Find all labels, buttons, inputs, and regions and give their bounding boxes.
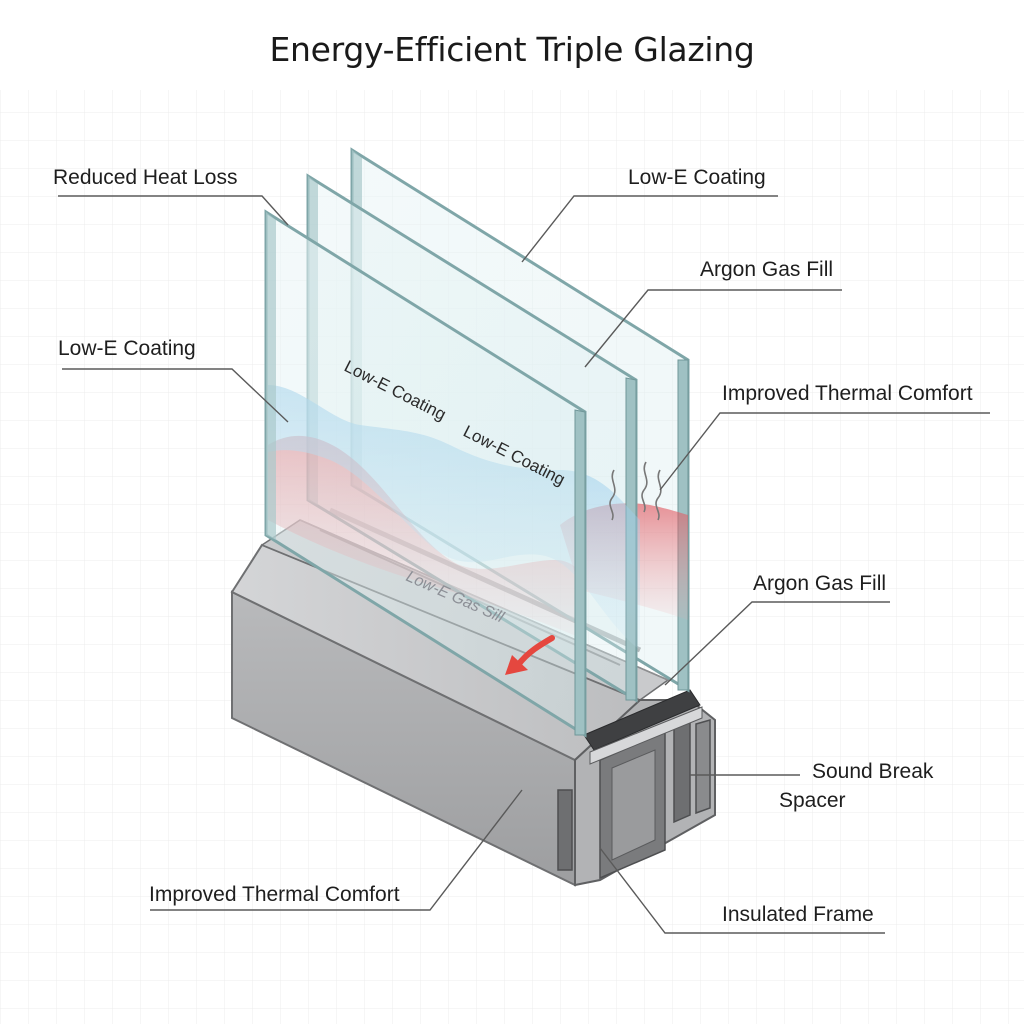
leader-insulated-frame [599, 847, 885, 934]
label-insulated-frame: Insulated Frame [722, 903, 874, 926]
page-title: Energy-Efficient Triple Glazing [269, 30, 755, 69]
insulated-frame [230, 507, 716, 887]
label-spacer: Spacer [779, 789, 846, 812]
leader-thermal-left [150, 789, 523, 911]
label-reduced-heat-loss: Reduced Heat Loss [53, 166, 238, 189]
leader-thermal-right [659, 412, 990, 491]
label-argon-gas-fill-top: Argon Gas Fill [700, 258, 834, 281]
label-low-e-coating-top: Low-E Coating [628, 166, 766, 189]
label-improved-thermal-comfort-left: Improved Thermal Comfort [149, 883, 400, 906]
label-sound-break: Sound Break [812, 760, 934, 783]
leader-lines [58, 195, 990, 934]
label-low-e-coating-left: Low-E Coating [58, 337, 196, 360]
label-argon-gas-fill-bottom: Argon Gas Fill [753, 572, 887, 595]
leader-low-e-top [521, 195, 778, 263]
glass-pane-front [264, 209, 587, 738]
leader-argon-top [584, 289, 842, 368]
leader-low-e-left [62, 368, 289, 423]
heat-shimmer-icon [609, 461, 662, 521]
label-improved-thermal-comfort-right: Improved Thermal Comfort [722, 382, 973, 405]
heat-reflection-arrow [505, 635, 555, 675]
leader-reduced-heat-loss [58, 195, 289, 226]
leader-argon-bottom [664, 601, 890, 686]
